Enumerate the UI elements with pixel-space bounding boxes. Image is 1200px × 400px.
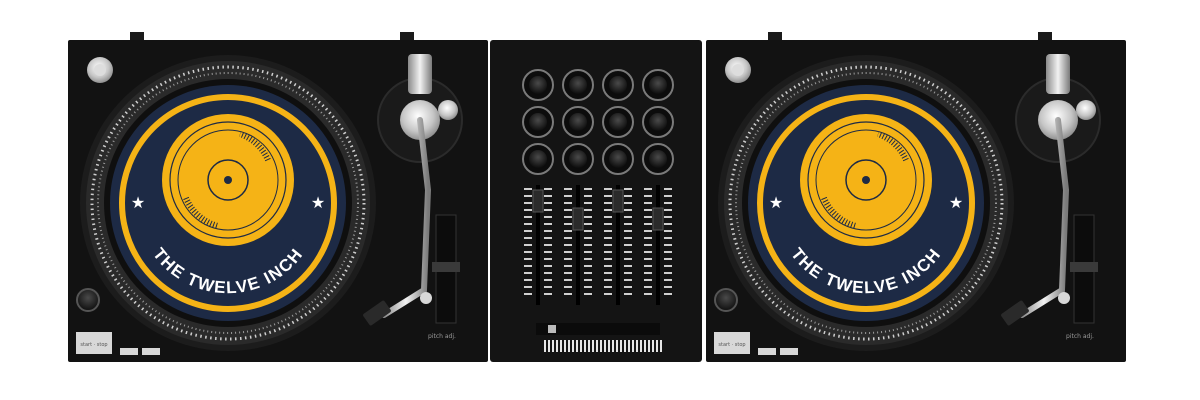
pitch-fader-handle[interactable] <box>432 262 460 272</box>
mixer-knob[interactable] <box>562 143 594 175</box>
channel-fader[interactable] <box>524 185 552 305</box>
vinyl-record-icon <box>162 114 294 246</box>
mixer-knob[interactable] <box>642 69 674 101</box>
pitch-adj-label: pitch adj. <box>1066 333 1094 340</box>
mixer-knob[interactable] <box>642 143 674 175</box>
pitch-fader-handle[interactable] <box>1070 262 1098 272</box>
channel-fader[interactable] <box>564 185 592 305</box>
speed-33-button[interactable] <box>758 348 776 355</box>
star-icon: ★ <box>311 193 325 212</box>
start-stop-label: start · stop <box>718 342 745 348</box>
power-knob[interactable] <box>76 288 100 312</box>
star-icon: ★ <box>131 193 145 212</box>
mixer-knob[interactable] <box>642 106 674 138</box>
headshell[interactable] <box>362 300 391 326</box>
pitch-adj-label: pitch adj. <box>428 333 456 340</box>
mixer-knob[interactable] <box>602 69 634 101</box>
pitch-reset-button[interactable] <box>420 292 432 304</box>
channel-fader-handle[interactable] <box>612 189 624 213</box>
mixer-knob[interactable] <box>562 106 594 138</box>
mixer-knob[interactable] <box>522 143 554 175</box>
speed-45-button[interactable] <box>780 348 798 355</box>
star-icon: ★ <box>949 193 963 212</box>
channel-fader[interactable] <box>604 185 632 305</box>
speed-33-button[interactable] <box>120 348 138 355</box>
counterweight[interactable] <box>408 54 432 94</box>
mixer-knob[interactable] <box>522 106 554 138</box>
speed-45-button[interactable] <box>142 348 160 355</box>
tonearm[interactable] <box>381 117 432 318</box>
start-stop-label: start · stop <box>80 342 107 348</box>
channel-fader-handle[interactable] <box>532 189 544 213</box>
mixer-knob[interactable] <box>602 143 634 175</box>
mixer-knob[interactable] <box>562 69 594 101</box>
mixer <box>490 40 702 362</box>
left-deck: ★ ★ THE TWELVE INCH pitch adj. start · s… <box>68 32 488 362</box>
channel-fader-handle[interactable] <box>652 207 664 231</box>
crossfader-track[interactable] <box>536 323 660 335</box>
headshell[interactable] <box>1000 300 1029 326</box>
counterweight[interactable] <box>1046 54 1070 94</box>
power-knob[interactable] <box>714 288 738 312</box>
vinyl-record-icon <box>800 114 932 246</box>
star-icon: ★ <box>769 193 783 212</box>
crossfader-handle[interactable] <box>548 325 556 333</box>
channel-fader[interactable] <box>644 185 672 305</box>
mixer-knob[interactable] <box>602 106 634 138</box>
start-stop-button[interactable] <box>76 332 112 354</box>
channel-fader-handle[interactable] <box>572 207 584 231</box>
right-deck: ★ ★ THE TWELVE INCH pitch adj. start · s… <box>706 32 1126 362</box>
pitch-reset-button[interactable] <box>1058 292 1070 304</box>
mixer-knob[interactable] <box>522 69 554 101</box>
start-stop-button[interactable] <box>714 332 750 354</box>
tonearm[interactable] <box>1019 117 1070 318</box>
